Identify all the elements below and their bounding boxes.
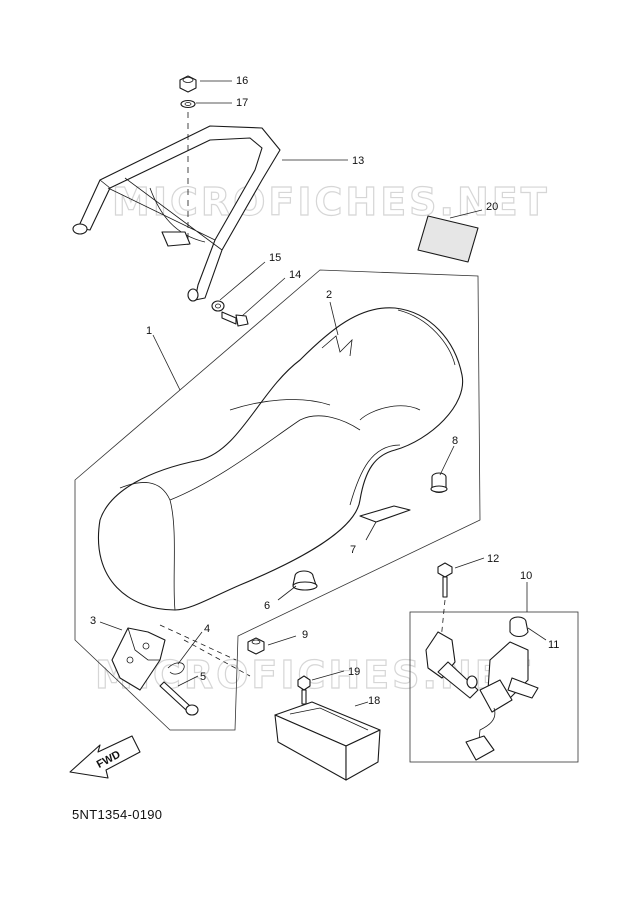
grab-bar xyxy=(72,125,281,302)
nut-16 xyxy=(179,75,197,93)
callout-13: 13 xyxy=(352,155,364,167)
damper-6 xyxy=(292,570,318,591)
forward-arrow: FWD xyxy=(69,735,141,779)
callout-12: 12 xyxy=(487,553,499,565)
callout-9: 9 xyxy=(302,629,308,641)
callout-19: 19 xyxy=(348,666,360,678)
seat-assembly-frame xyxy=(74,269,481,731)
bolt-14 xyxy=(221,311,249,327)
callouts: 16 17 13 20 15 14 2 1 8 7 6 9 3 4 5 19 1… xyxy=(90,75,559,707)
callout-4: 4 xyxy=(204,623,210,635)
callout-20: 20 xyxy=(486,201,498,213)
callout-14: 14 xyxy=(289,269,301,281)
callout-7: 7 xyxy=(350,544,356,556)
main-switch-frame xyxy=(409,611,579,763)
seat-bracket xyxy=(111,627,166,691)
callout-6: 6 xyxy=(264,600,270,612)
callout-2: 2 xyxy=(326,289,332,301)
callout-5: 5 xyxy=(200,671,206,683)
callout-16: 16 xyxy=(236,75,248,87)
callout-8: 8 xyxy=(452,435,458,447)
seat-pad xyxy=(359,505,411,523)
leader-lines xyxy=(99,80,547,707)
bolt-12 xyxy=(437,562,453,598)
tray-box xyxy=(274,701,381,781)
bracket-guide-line-2 xyxy=(183,639,251,677)
washer-17 xyxy=(180,99,196,109)
callout-18: 18 xyxy=(368,695,380,707)
damper-8 xyxy=(430,472,448,494)
callout-17: 17 xyxy=(236,97,248,109)
callout-1: 1 xyxy=(146,325,152,337)
diagram-reference-code: 5NT1354-0190 xyxy=(72,807,163,822)
watermark-top: MICROFICHES.NET xyxy=(112,180,550,224)
nut-9 xyxy=(247,637,265,655)
bracket-guide-line xyxy=(159,624,237,661)
callout-11: 11 xyxy=(548,639,559,651)
callout-3: 3 xyxy=(90,615,96,627)
seat xyxy=(98,307,464,611)
washer-15 xyxy=(211,300,225,312)
bolt-19 xyxy=(297,675,311,705)
clip-4 xyxy=(167,662,185,675)
main-switch xyxy=(425,631,539,761)
pin-5 xyxy=(159,681,199,716)
key-cylinder xyxy=(509,616,529,638)
label-sticker xyxy=(417,215,479,263)
callout-10: 10 xyxy=(520,570,532,582)
callout-15: 15 xyxy=(269,252,281,264)
